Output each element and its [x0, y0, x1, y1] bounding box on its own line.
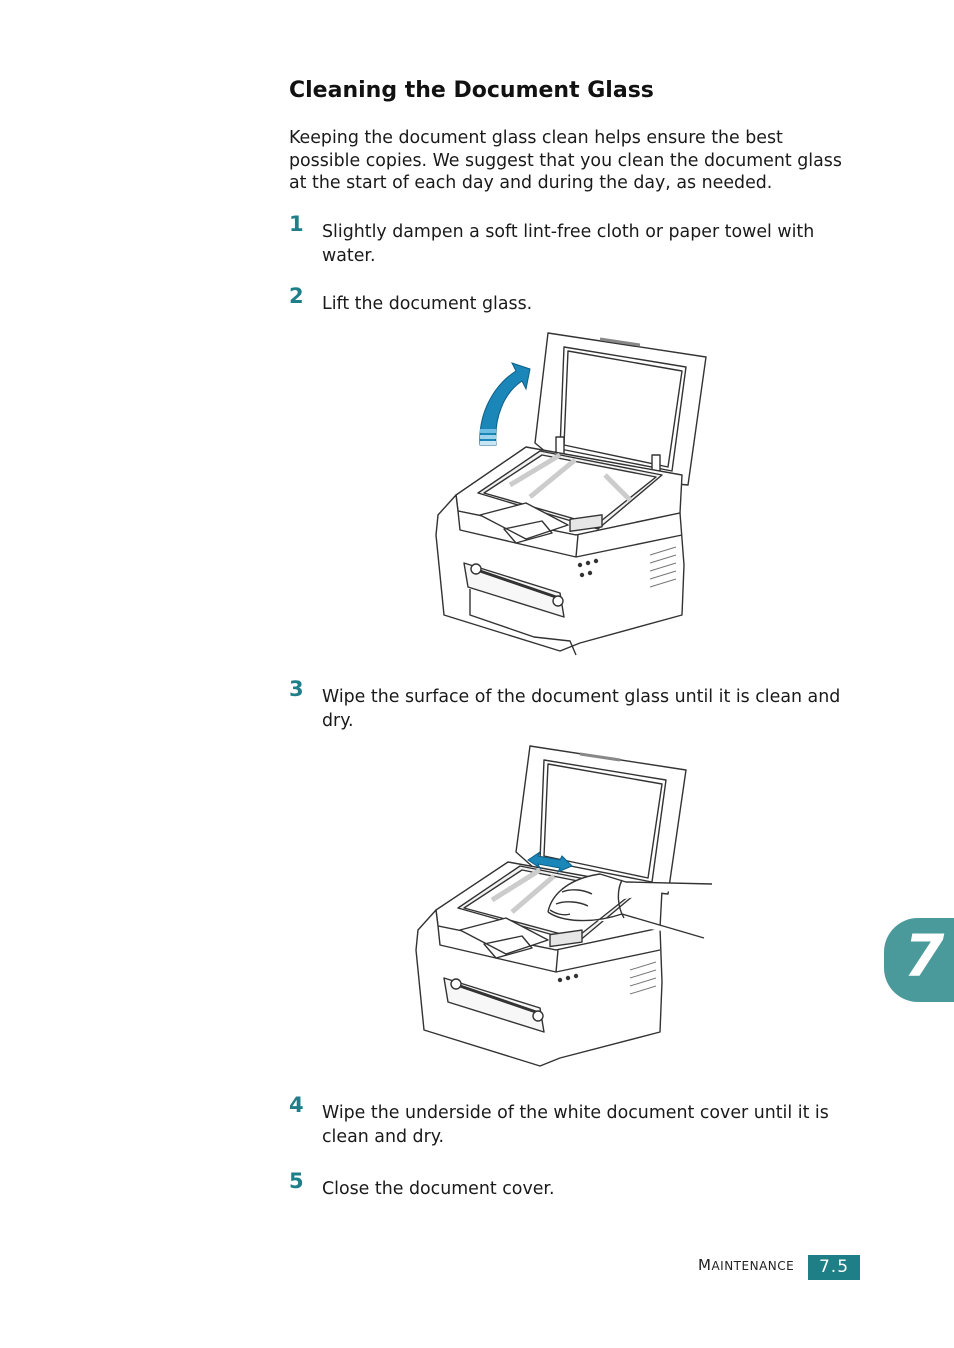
chapter-number: 7	[904, 922, 945, 990]
step-text: Lift the document glass.	[322, 294, 533, 314]
step-number: 4	[289, 1093, 304, 1117]
footer-section-initial: M	[698, 1256, 712, 1274]
footer-section-rest: AINTENANCE	[711, 1259, 795, 1273]
step-number: 1	[289, 212, 304, 236]
printer-lid-open-illustration	[435, 332, 707, 656]
chapter-tab: 7	[884, 918, 954, 1002]
step-text: Wipe the underside of the white document…	[322, 1103, 829, 1147]
step-number: 5	[289, 1169, 304, 1193]
section-title: Cleaning the Document Glass	[289, 78, 654, 103]
page-number-box: 7.5	[808, 1255, 860, 1280]
step-text: Close the document cover.	[322, 1179, 555, 1199]
page-number: 7.5	[818, 1257, 850, 1277]
step-text: Wipe the surface of the document glass u…	[322, 687, 841, 731]
step-number: 2	[289, 284, 304, 308]
footer-section-label: MAINTENANCE	[698, 1256, 794, 1274]
wiping-glass-illustration	[415, 745, 713, 1067]
step-text: Slightly dampen a soft lint-free cloth o…	[322, 222, 815, 266]
step-number: 3	[289, 677, 304, 701]
intro-paragraph: Keeping the document glass clean helps e…	[289, 128, 842, 193]
